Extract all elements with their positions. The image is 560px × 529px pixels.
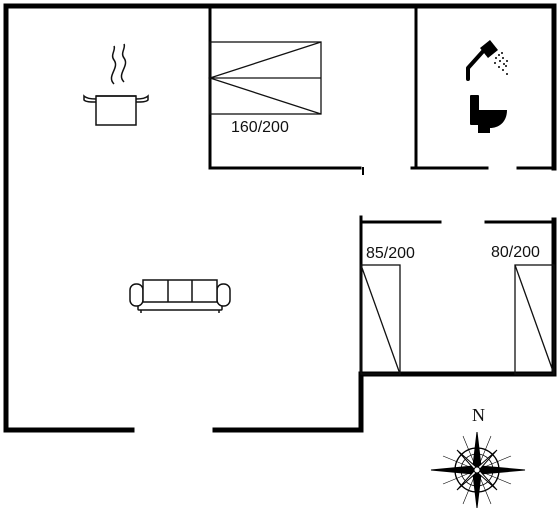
bed-size-label-single-1: 85/200 [366, 245, 415, 262]
toilet-icon [470, 95, 507, 133]
compass-rose-icon [430, 431, 526, 509]
single-bed-2 [514, 264, 555, 375]
bed-size-label-single-2: 80/200 [491, 244, 540, 261]
double-bed [207, 41, 322, 115]
walls [3, 3, 557, 433]
shower-icon [466, 40, 508, 81]
sofa-icon [129, 279, 231, 313]
cooking-pot-icon [83, 43, 149, 126]
bed-size-label-master: 160/200 [231, 119, 289, 136]
single-bed-1 [360, 264, 401, 375]
compass-north-label: N [472, 405, 485, 425]
